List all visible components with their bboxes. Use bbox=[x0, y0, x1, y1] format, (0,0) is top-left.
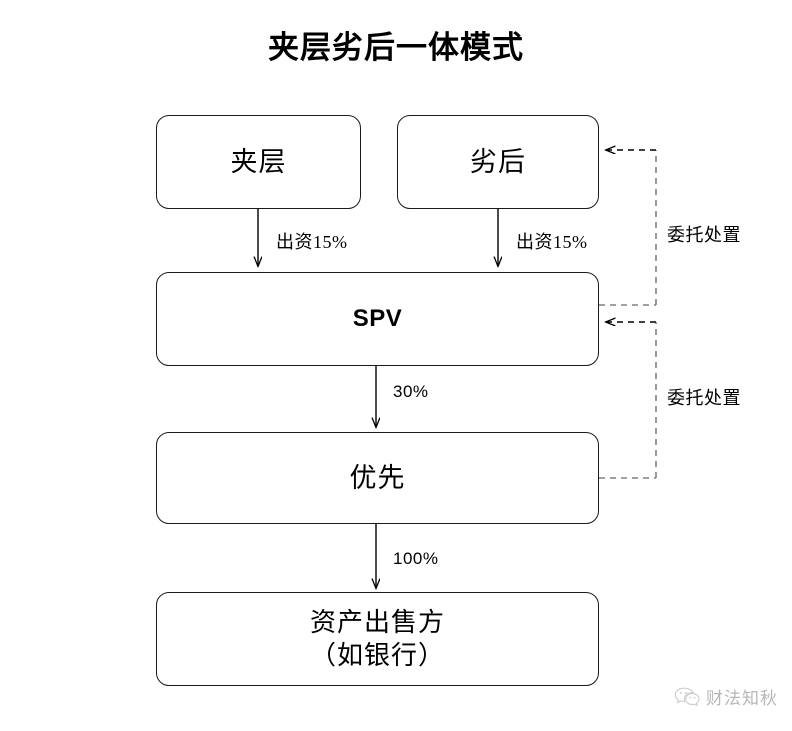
edge-label-entrusted-disposal-lower: 委托处置 bbox=[667, 388, 741, 408]
connector-spv-to-subordinate bbox=[599, 150, 657, 306]
node-asset-seller-line1: 资产出售方 bbox=[309, 607, 445, 637]
connector-senior-to-spv bbox=[599, 322, 657, 479]
node-asset-seller[interactable]: 资产出售方 （如银行） bbox=[156, 592, 599, 686]
node-senior-label: 优先 bbox=[349, 462, 406, 493]
watermark: 财法知秋 bbox=[674, 684, 778, 709]
wechat-icon bbox=[674, 687, 700, 707]
watermark-text: 财法知秋 bbox=[706, 689, 778, 708]
node-mezzanine[interactable]: 夹层 bbox=[156, 115, 361, 209]
node-asset-seller-line2: （如银行） bbox=[309, 641, 445, 670]
node-spv[interactable]: SPV bbox=[156, 272, 599, 366]
node-subordinate[interactable]: 劣后 bbox=[397, 115, 599, 209]
edge-label-spv-senior-share: 30% bbox=[393, 382, 429, 401]
edge-label-subordinate-funding: 出资15% bbox=[516, 232, 588, 252]
page-title: 夹层劣后一体模式 bbox=[268, 30, 524, 65]
edge-label-mezzanine-funding: 出资15% bbox=[276, 232, 348, 252]
edge-label-entrusted-disposal-upper: 委托处置 bbox=[667, 225, 741, 245]
node-spv-label: SPV bbox=[352, 305, 403, 333]
edge-label-senior-seller-share: 100% bbox=[393, 549, 439, 568]
node-senior[interactable]: 优先 bbox=[156, 432, 599, 524]
node-subordinate-label: 劣后 bbox=[470, 146, 526, 177]
node-mezzanine-label: 夹层 bbox=[230, 146, 287, 177]
